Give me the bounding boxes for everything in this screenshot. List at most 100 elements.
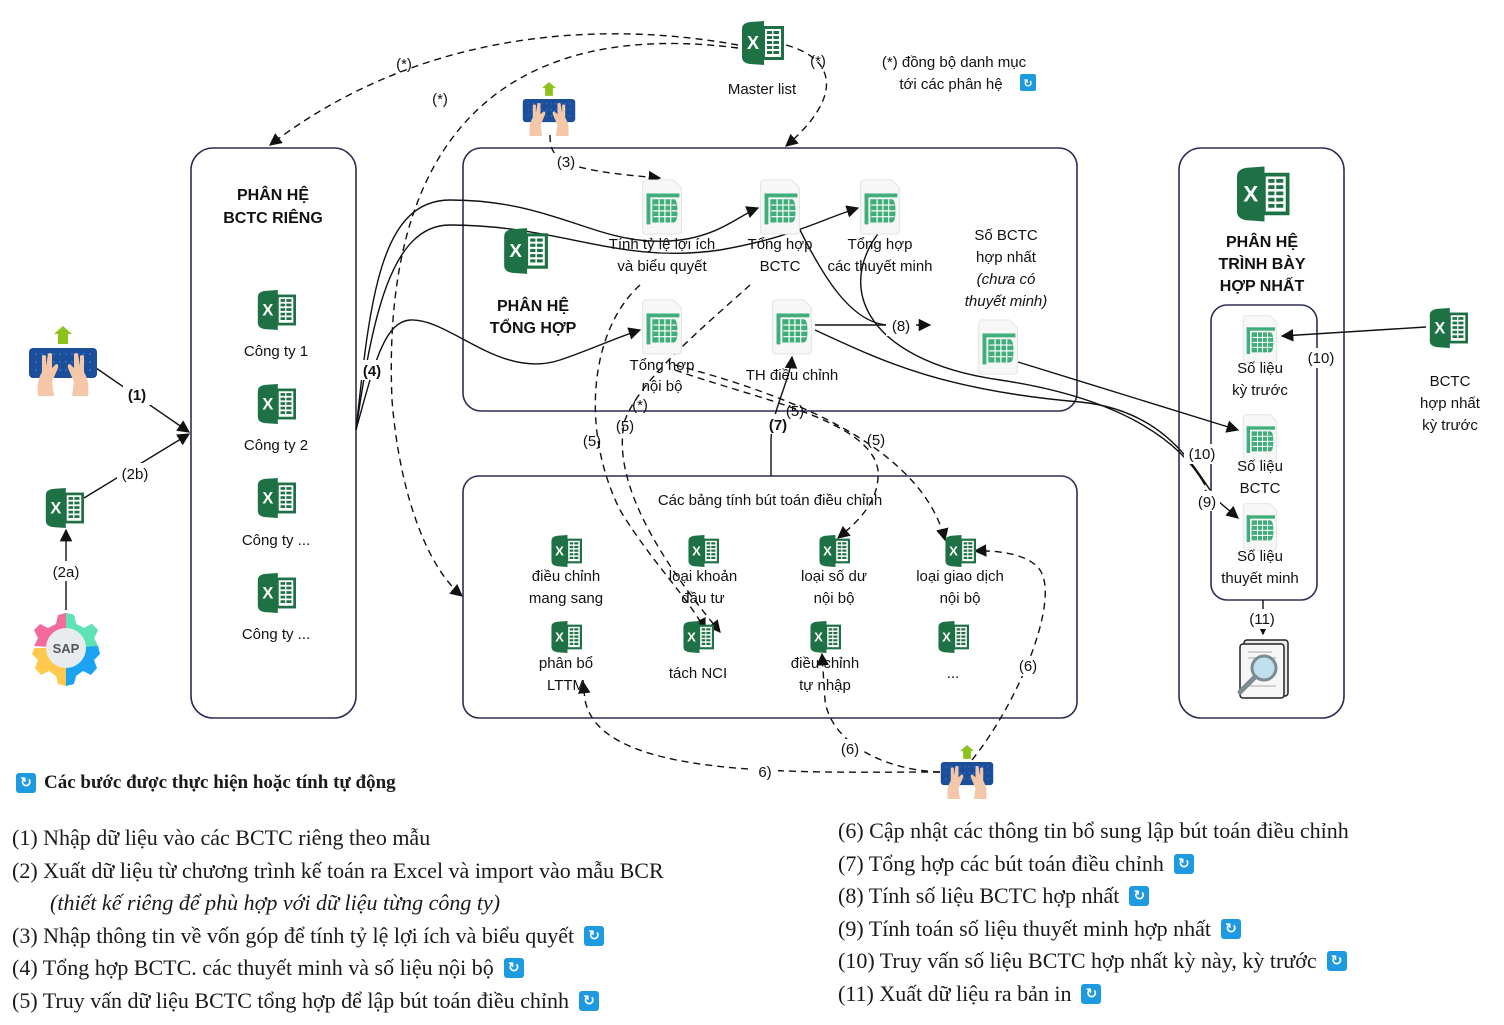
keyboard-input-icon-6 xyxy=(940,745,994,799)
step-label-star-d: (*) xyxy=(810,53,826,70)
sheet-consolidated-icon[interactable] xyxy=(978,319,1018,375)
adj-tu-nhap-excel-icon[interactable] xyxy=(810,621,841,653)
legend-left-column: (1) Nhập dữ liệu vào các BCTC riêng theo… xyxy=(12,822,664,1017)
consolidated-label-4: thuyết minh) xyxy=(965,293,1048,310)
sap-export-excel-icon[interactable] xyxy=(45,488,84,528)
module-trinh-bay-box xyxy=(1178,147,1345,719)
step-label-6b: (6) xyxy=(841,741,859,758)
step-label-7: (7) xyxy=(769,417,787,434)
step-label-1: (1) xyxy=(128,387,146,404)
svg-text:↻: ↻ xyxy=(1023,77,1032,90)
sync-note-line2: tới các phân hệ xyxy=(899,76,1002,93)
module-trinhbay-title-1: PHÂN HỆ xyxy=(1226,232,1298,251)
connectors-dashed xyxy=(268,33,1046,773)
sheet-tong-hop-bctc-icon[interactable] xyxy=(760,179,800,235)
sheet-ty-le-loi-ich-icon[interactable] xyxy=(642,179,682,235)
module-tonghop-excel-icon[interactable] xyxy=(504,228,548,274)
auto-sync-icon xyxy=(1173,853,1194,874)
legend-right-column: (6) Cập nhật các thông tin bổ sung lập b… xyxy=(838,815,1349,1010)
legend-step-5: (5) Truy vấn dữ liệu BCTC tổng hợp để lậ… xyxy=(12,985,664,1018)
legend-step-6: (6) Cập nhật các thông tin bổ sung lập b… xyxy=(838,818,1349,843)
legend-step-9: (9) Tính toán số liệu thuyết minh hợp nh… xyxy=(838,913,1349,946)
sheet-ty-le-label-2: và biểu quyết xyxy=(617,258,707,275)
adj-nci-excel-icon[interactable] xyxy=(683,621,714,653)
auto-sync-icon xyxy=(503,958,524,979)
auto-sync-icon xyxy=(579,990,600,1011)
print-preview-icon[interactable] xyxy=(1237,639,1289,699)
step-label-8: (8) xyxy=(892,318,910,335)
prior-period-label-1: BCTC xyxy=(1430,373,1471,390)
sheet-thuyet-minh-hn-icon[interactable] xyxy=(1242,503,1278,551)
adj-mang-sang-label-2: mang sang xyxy=(529,590,603,607)
auto-sync-icon: ↻ xyxy=(1020,74,1036,91)
sheet-ty-le-label-1: Tính tỷ lệ lợi ích xyxy=(609,236,716,253)
company-2-label: Công ty 2 xyxy=(244,437,308,454)
sheet-noi-bo-label-2: nội bộ xyxy=(642,378,683,395)
sheet-so-lieu-bctc-icon[interactable] xyxy=(1242,414,1278,462)
adj-lttm-label-2: LTTM xyxy=(547,677,585,694)
step-label-5d: (5) xyxy=(867,432,885,449)
master-list-excel-icon[interactable] xyxy=(742,21,784,65)
legend-step-11: (11) Xuất dữ liệu ra bản in xyxy=(838,978,1349,1011)
step-label-4: (4) xyxy=(363,363,381,380)
step-label-2b: (2b) xyxy=(122,466,149,483)
step-label-5b: (5) xyxy=(616,418,634,435)
module-rieng-title-2: BCTC RIÊNG xyxy=(223,208,323,227)
sheet-so-lieu-bctc-label-2: BCTC xyxy=(1240,480,1281,497)
sheet-th-dieu-chinh-icon[interactable] xyxy=(772,299,812,355)
svg-text:SAP: SAP xyxy=(53,641,80,656)
step-label-5a: (5) xyxy=(583,433,601,450)
sheet-ky-truoc-label-2: kỳ trước xyxy=(1232,382,1288,399)
consolidated-label-1: Số BCTC xyxy=(974,227,1038,244)
module-trinhbay-title-3: HỢP NHẤT xyxy=(1220,276,1305,295)
prior-period-excel-icon[interactable] xyxy=(1429,308,1468,348)
sheet-ky-truoc-label-1: Số liệu xyxy=(1237,360,1283,377)
keyboard-input-icon-3 xyxy=(522,82,576,136)
sap-gear-icon: SAP xyxy=(32,613,100,686)
step-label-10a: (10) xyxy=(1189,446,1216,463)
adj-giao-dich-excel-icon[interactable] xyxy=(945,535,976,567)
adj-khoan-dau-tu-excel-icon[interactable] xyxy=(688,535,719,567)
auto-sync-icon xyxy=(584,925,605,946)
adjustments-box xyxy=(462,475,1078,719)
legend-step-10: (10) Truy vấn số liệu BCTC hợp nhất kỳ n… xyxy=(838,945,1349,978)
company-4-excel-icon[interactable] xyxy=(257,573,296,613)
sheet-noi-bo-label-1: Tổng hợp xyxy=(630,357,695,374)
step-label-9: (9) xyxy=(1198,494,1216,511)
prior-period-label-2: hợp nhất xyxy=(1420,395,1481,412)
sheet-thuyet-minh-label-2: các thuyết minh xyxy=(827,258,932,275)
adj-so-du-excel-icon[interactable] xyxy=(819,535,850,567)
company-3-excel-icon[interactable] xyxy=(257,478,296,518)
legend-step-1: (1) Nhập dữ liệu vào các BCTC riêng theo… xyxy=(12,825,431,850)
keyboard-input-icon-1 xyxy=(29,326,97,396)
module-trinhbay-title-2: TRÌNH BÀY xyxy=(1218,254,1305,273)
step-label-6a: 6) xyxy=(758,764,771,781)
adj-lttm-excel-icon[interactable] xyxy=(551,621,582,653)
sheet-ky-truoc-icon[interactable] xyxy=(1242,315,1278,363)
sheet-tong-hop-noi-bo-icon[interactable] xyxy=(642,299,682,355)
legend-step-3: (3) Nhập thông tin về vốn góp để tính tỷ… xyxy=(12,920,664,953)
step-label-star-a: (*) xyxy=(396,56,412,73)
module-tonghop-title-1: PHÂN HỆ xyxy=(497,296,569,315)
module-trinhbay-excel-icon[interactable] xyxy=(1237,166,1290,222)
step-label-5c: (5) xyxy=(786,403,804,420)
adj-more-excel-icon[interactable] xyxy=(938,621,969,653)
legend-step-8: (8) Tính số liệu BCTC hợp nhất xyxy=(838,880,1349,913)
legend-auto-note-text: Các bước được thực hiện hoặc tính tự độn… xyxy=(44,772,396,793)
sheet-tong-hop-thuyet-minh-icon[interactable] xyxy=(860,179,900,235)
auto-sync-icon xyxy=(16,773,36,793)
company-list: Công ty 1 Công ty 2 Công ty ... Công ty … xyxy=(242,290,310,643)
sheet-tong-hop-bctc-label-1: Tổng hợp xyxy=(748,236,813,253)
company-2-excel-icon[interactable] xyxy=(257,384,296,424)
auto-sync-icon xyxy=(1081,983,1102,1004)
adjustments-title: Các bảng tính bút toán điều chỉnh xyxy=(658,492,882,509)
adj-mang-sang-excel-icon[interactable] xyxy=(551,535,582,567)
adj-tu-nhap-label-1: điều chỉnh xyxy=(791,655,859,672)
company-1-excel-icon[interactable] xyxy=(257,290,296,330)
legend-step-2-note: (thiết kế riêng để phù hợp với dữ liệu t… xyxy=(50,890,501,915)
adj-nci-label: tách NCI xyxy=(669,665,727,682)
module-bctc-rieng-box xyxy=(190,147,357,719)
legend-step-7: (7) Tổng hợp các bút toán điều chỉnh xyxy=(838,848,1349,881)
adj-khoan-dau-tu-label-2: đầu tư xyxy=(681,590,724,607)
